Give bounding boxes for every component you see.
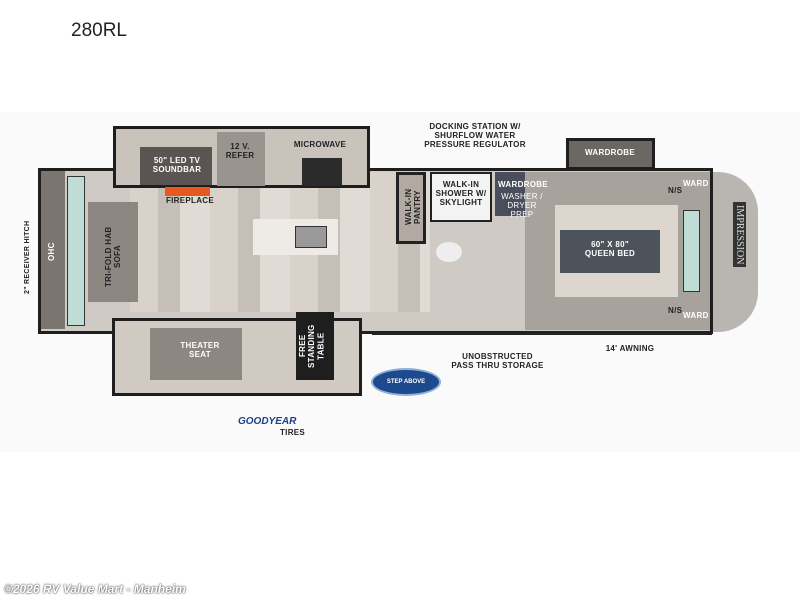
fireplace-glow — [165, 187, 210, 196]
theater-seat — [150, 328, 242, 380]
refer — [217, 132, 265, 186]
rear-windows — [67, 176, 85, 326]
label-docking: DOCKING STATION W/ SHURFLOW WATER PRESSU… — [424, 122, 526, 150]
table — [296, 312, 334, 380]
awning — [372, 332, 712, 335]
label-ward-bottom: WARD — [683, 311, 709, 320]
label-bed: 60" X 80" QUEEN BED — [584, 240, 636, 259]
shower — [430, 172, 492, 222]
front-window — [683, 210, 700, 292]
label-tires: TIRES — [280, 428, 306, 437]
label-ns-bottom: N/S — [668, 306, 683, 315]
label-tv: 50" LED TV SOUNDBAR — [152, 156, 202, 175]
label-refer: 12 V. REFER — [225, 142, 255, 161]
bed-runner — [560, 230, 660, 273]
impression-logo: IMPRESSION — [733, 202, 746, 268]
sofa — [88, 202, 138, 302]
range — [302, 158, 342, 186]
label-sofa: TRI-FOLD HAB SOFA — [104, 226, 123, 288]
model-title: 280RL — [71, 20, 127, 41]
tv — [140, 147, 212, 185]
label-wardrobe-top: WARDROBE — [585, 148, 635, 157]
label-ohc: OHC — [47, 242, 56, 262]
label-table: FREE STANDING TABLE — [298, 324, 326, 368]
ohc — [41, 171, 65, 329]
label-ns-top: N/S — [668, 186, 683, 195]
label-fireplace: FIREPLACE — [165, 196, 215, 205]
label-washer: WASHER / DRYER PREP — [501, 192, 543, 220]
sink — [295, 226, 327, 248]
pantry — [396, 172, 426, 244]
label-microwave: MICROWAVE — [293, 140, 347, 149]
label-pantry: WALK-IN PANTRY — [404, 188, 423, 226]
floorplan: IMPRESSION 50" LED TV SOUNDBAR 12 V. REF… — [0, 112, 800, 452]
label-storage: UNOBSTRUCTED PASS THRU STORAGE — [451, 352, 544, 371]
step-above-logo: STEP ABOVE — [371, 368, 441, 396]
label-theater: THEATER SEAT — [180, 341, 220, 360]
label-awning: 14' AWNING — [605, 344, 655, 353]
label-ward-top: WARD — [683, 179, 709, 188]
label-shower: WALK-IN SHOWER W/ SKYLIGHT — [435, 180, 487, 208]
toilet — [436, 242, 462, 262]
label-wardrobe: WARDROBE — [498, 180, 548, 189]
label-hitch: 2" RECEIVER HITCH — [24, 220, 31, 294]
copyright-watermark: ©2026 RV Value Mart - Manheim — [4, 582, 186, 596]
goodyear-logo: GOODYEAR — [238, 416, 297, 427]
wardrobe-slide — [566, 138, 655, 170]
